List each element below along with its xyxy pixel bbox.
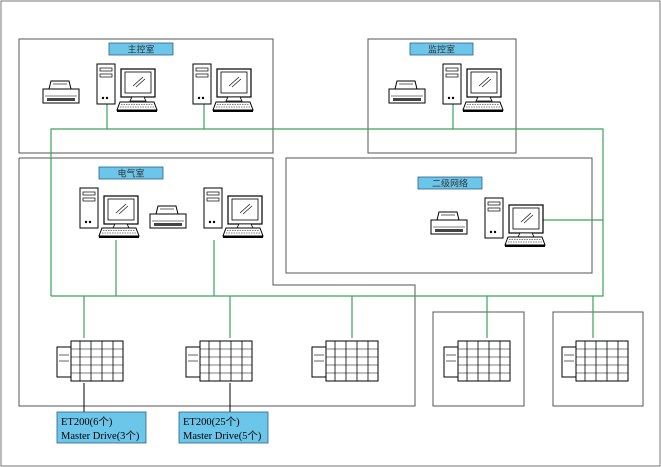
plc-rack-icon xyxy=(56,340,124,382)
plc-rack-icon xyxy=(185,340,253,382)
room-label-monitor: 监控室 xyxy=(409,42,474,56)
room-label-main-control: 主控室 xyxy=(108,42,174,56)
pc-tower-icon xyxy=(442,63,462,105)
keyboard-icon xyxy=(212,101,254,113)
monitor-room xyxy=(367,38,517,154)
printer-icon xyxy=(42,80,80,104)
printer-icon xyxy=(430,211,468,235)
level2-network-area xyxy=(285,157,593,274)
keyboard-icon xyxy=(116,101,158,113)
room-label-electrical: 电气室 xyxy=(98,166,164,180)
main-control-room xyxy=(18,38,274,154)
printer-icon xyxy=(388,80,426,104)
monitor-icon xyxy=(466,68,502,102)
network-lines xyxy=(50,104,604,338)
monitor-icon xyxy=(103,195,139,229)
keyboard-icon xyxy=(504,236,546,248)
keyboard-icon xyxy=(462,101,504,113)
monitor-icon xyxy=(227,195,263,229)
remote-station-1 xyxy=(432,311,525,407)
svg-text:ET200(6个): ET200(6个) xyxy=(61,416,113,428)
plc-rack-icon xyxy=(311,340,379,382)
svg-text:Master Drive(3个): Master Drive(3个) xyxy=(61,430,140,442)
note-connectors xyxy=(83,383,231,412)
printer-icon xyxy=(149,205,187,229)
svg-text:监控室: 监控室 xyxy=(428,44,455,56)
pc-tower-icon xyxy=(203,187,223,229)
pc-tower-icon xyxy=(192,63,212,105)
svg-text:电气室: 电气室 xyxy=(117,168,144,180)
monitor-icon xyxy=(216,68,252,102)
keyboard-icon xyxy=(222,227,264,239)
electrical-room xyxy=(18,157,416,407)
plc-rack-icon xyxy=(561,340,629,382)
monitor-icon xyxy=(508,204,544,238)
pc-tower-icon xyxy=(79,187,99,229)
note-box-1: ET200(6个) Master Drive(3个) xyxy=(56,411,147,444)
pc-tower-icon xyxy=(96,63,116,105)
svg-text:Master Drive(5个): Master Drive(5个) xyxy=(183,430,262,442)
svg-text:二级网络: 二级网络 xyxy=(432,178,468,190)
room-label-level2-network: 二级网络 xyxy=(417,176,483,190)
pc-tower-icon xyxy=(484,197,504,239)
monitor-icon xyxy=(120,68,156,102)
svg-text:主控室: 主控室 xyxy=(127,44,154,56)
keyboard-icon xyxy=(98,227,140,239)
note-box-2: ET200(25个) Master Drive(5个) xyxy=(178,411,269,444)
remote-station-2 xyxy=(552,311,644,407)
svg-text:ET200(25个): ET200(25个) xyxy=(183,416,240,428)
plc-rack-icon xyxy=(443,340,511,382)
